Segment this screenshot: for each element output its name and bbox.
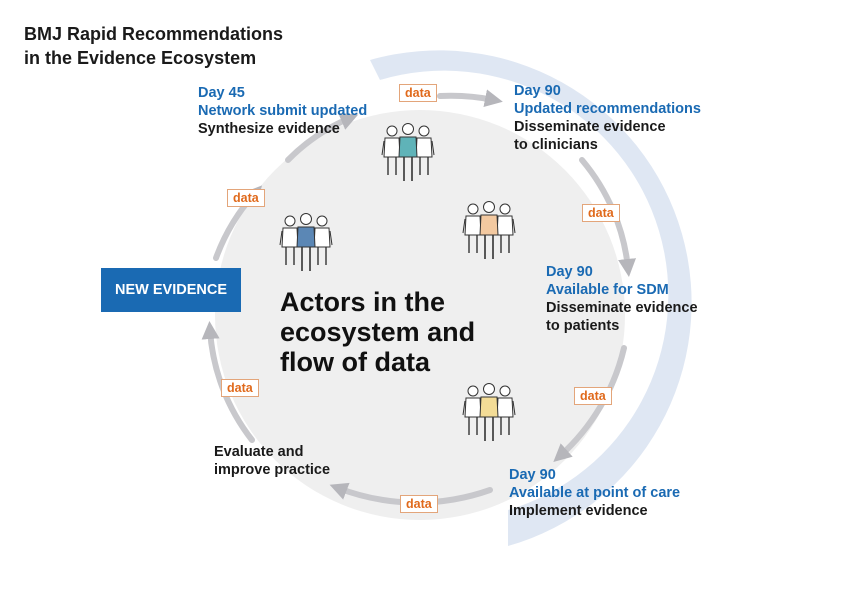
data-tag: data [227,189,265,207]
data-tag: data [574,387,612,405]
inner-disc [215,110,625,520]
flow-arrow-2 [437,89,503,108]
title-line-2: in the Evidence Ecosystem [24,48,257,68]
stage-action-2: to patients [546,318,620,334]
center-line-3: flow of data [280,347,430,377]
stage-action: Disseminate evidence [546,300,698,316]
stage-point-of-care: Day 90 Available at point of care Implem… [509,466,680,520]
data-tag: data [400,495,438,513]
stage-headline: Network submit updated [198,103,368,119]
stage-action: Synthesize evidence [198,121,340,137]
stage-headline: Available for SDM [546,282,669,298]
title-line-1: BMJ Rapid Recommendations [24,24,284,44]
flow-arrow-4 [553,345,627,463]
stage-day: Day 90 [514,83,561,99]
figure-title: BMJ Rapid Recommendations in the Evidenc… [24,22,283,70]
people-group-icon [462,383,516,441]
new-evidence-button[interactable]: NEW EVIDENCE [101,268,241,312]
stage-day: Day 90 [546,264,593,280]
stage-patients: Day 90 Available for SDM Disseminate evi… [546,263,698,335]
stage-action: Implement evidence [509,503,648,519]
stage-evaluate: Evaluate and improve practice [214,443,330,479]
center-line-1: Actors in the [280,287,446,317]
stage-clinicians: Day 90 Updated recommendations Dissemina… [514,82,701,154]
stage-headline: Updated recommendations [514,101,701,117]
center-heading: Actors in the ecosystem and flow of data [280,287,475,377]
stage-synthesize: Day 45 Network submit updated Synthesize… [198,84,367,138]
people-group-icon [381,123,435,181]
data-tag: data [221,379,259,397]
data-tag: data [399,84,437,102]
stage-action-2: to clinicians [514,137,598,153]
flow-arrow-1 [285,113,359,163]
people-group-icon [279,213,333,271]
stage-action: Evaluate and [214,444,304,460]
stage-headline: Available at point of care [509,485,681,501]
stage-day: Day 45 [198,85,245,101]
data-tag: data [582,204,620,222]
stage-action-2: improve practice [214,462,331,478]
center-line-2: ecosystem and [280,317,476,347]
people-group-icon [462,201,516,259]
stage-action: Disseminate evidence [514,119,666,135]
stage-day: Day 90 [509,467,556,483]
